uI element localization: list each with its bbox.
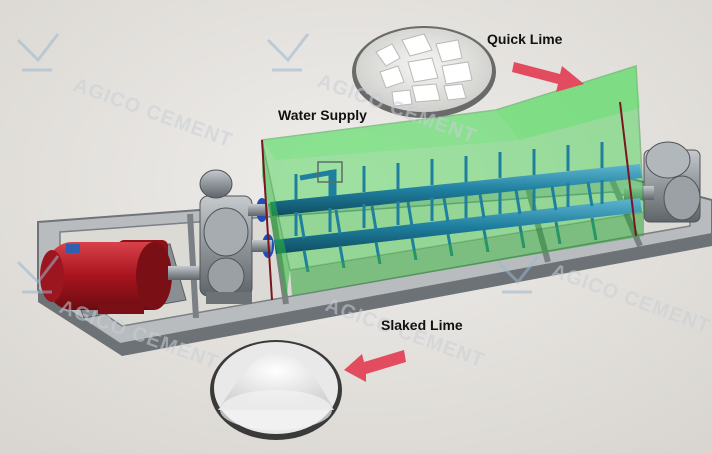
arrow-icon [512, 62, 584, 92]
motor-icon [40, 240, 172, 314]
water-supply-label: Water Supply [278, 107, 367, 123]
slaker-housing-front [261, 66, 644, 301]
arrow-icon-slaked [344, 350, 406, 382]
quicklime-lumps-icon [352, 26, 496, 118]
gearbox-icon [199, 169, 253, 304]
agico-logo-icon [16, 255, 60, 294]
slaked-lime-label: Slaked Lime [381, 317, 463, 333]
agico-logo-icon [496, 255, 540, 294]
agico-logo-icon [266, 33, 310, 72]
water-supply-pipe [299, 161, 343, 196]
slaked-lime-powder-icon [210, 340, 342, 440]
bearing-icon [624, 141, 701, 223]
quick-lime-label: Quick Lime [487, 31, 563, 47]
paddle-shafts [270, 142, 642, 273]
agico-logo-icon [16, 33, 60, 72]
